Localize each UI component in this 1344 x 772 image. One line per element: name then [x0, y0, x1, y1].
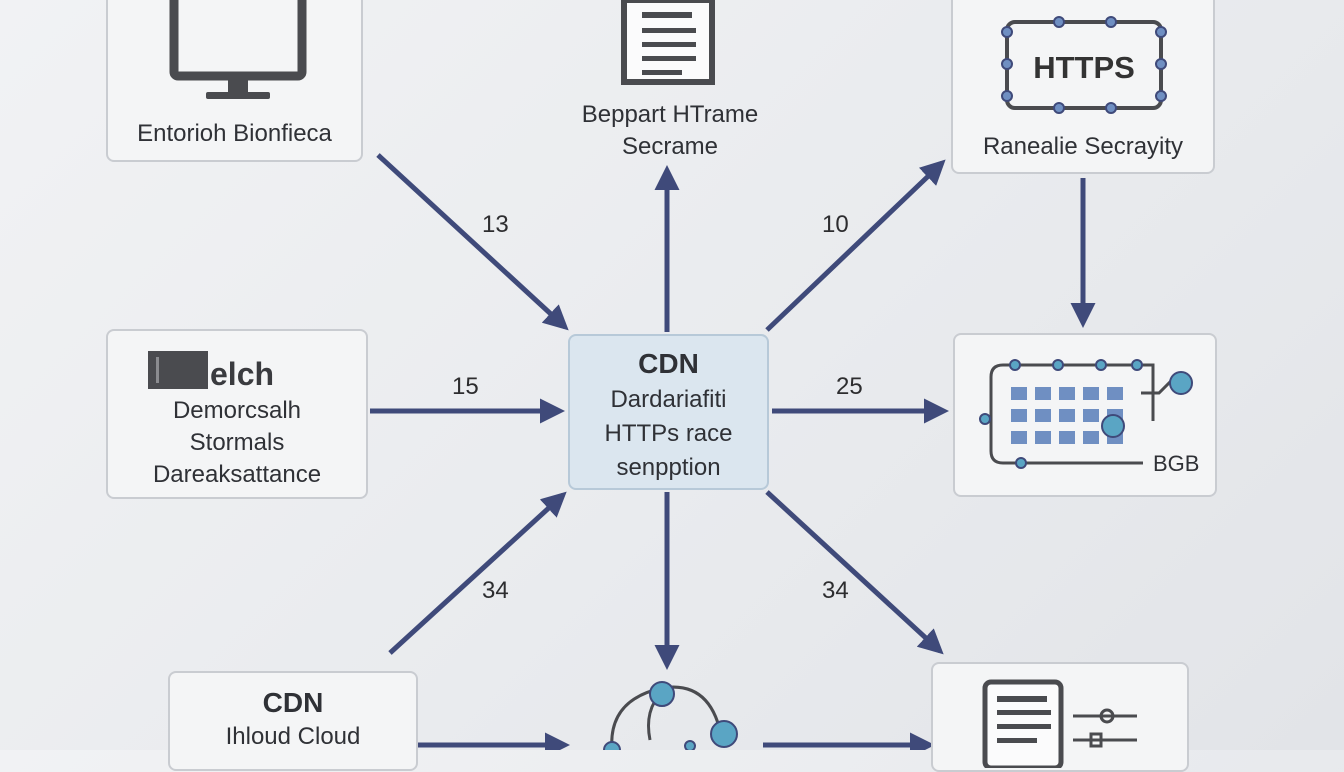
node-report[interactable]: Beppart HTrame Secrame: [540, 0, 800, 165]
node-left-heading: elch: [210, 356, 275, 392]
node-settings-doc[interactable]: [931, 662, 1189, 772]
node-left[interactable]: elch Demorcsalh Stormals Dareaksattance: [106, 329, 368, 499]
node-cdn-center-line3: senpption: [616, 454, 721, 481]
node-left-line3: Dareaksattance: [152, 461, 322, 488]
node-monitor-label: Entorioh Bionfieca: [137, 120, 332, 147]
node-cdn-center-line1: Dardariafiti: [610, 386, 727, 413]
node-report-line2: Secrame: [621, 133, 719, 160]
network-nodes-icon[interactable]: [592, 670, 742, 750]
node-cdn-center-title: CDN: [638, 348, 699, 379]
https-chip-icon: HTTPS: [1001, 16, 1167, 114]
node-https-label: Ranealie Secrayity: [982, 133, 1184, 160]
edge-monitor-to-cdn: [376, 153, 569, 331]
node-grid-label: BGB: [1153, 451, 1200, 476]
edge-label-cloud-cdn: 34: [482, 577, 509, 604]
node-monitor[interactable]: Entorioh Bionfieca: [106, 0, 363, 162]
edge-cdn-to-https: [765, 159, 946, 332]
edge-label-cdn-settings-doc: 34: [822, 577, 849, 604]
edge-label-monitor-cdn: 13: [482, 211, 509, 238]
edges-layer: [370, 153, 1096, 750]
node-https[interactable]: HTTPS Ranealie Secrayity: [951, 0, 1215, 174]
node-cloud[interactable]: CDN Ihloud Cloud: [168, 671, 418, 771]
node-report-line1: Beppart HTrame: [581, 101, 759, 128]
node-cloud-line1: Ihloud Cloud: [225, 723, 361, 750]
monitor-icon: [169, 0, 307, 99]
document-settings-icon: [982, 679, 1137, 768]
https-badge-text: HTTPS: [1033, 50, 1135, 85]
server-grid-icon: [979, 359, 1193, 469]
edge-label-left-cdn: 15: [452, 373, 479, 400]
storage-block-icon: [148, 351, 208, 389]
node-grid[interactable]: BGB: [953, 333, 1217, 497]
edge-label-cdn-grid: 25: [836, 373, 863, 400]
edge-label-cdn-https: 10: [822, 211, 849, 238]
node-cloud-title: CDN: [262, 687, 324, 718]
edge-cloud-to-cdn: [388, 491, 567, 655]
document-icon: [621, 0, 715, 85]
node-cdn-center-line2: HTTPs race: [604, 420, 733, 447]
edge-cdn-to-settings-doc: [765, 490, 944, 655]
node-left-line1: Demorcsalh: [172, 397, 302, 424]
node-left-line2: Stormals: [189, 429, 285, 456]
node-cdn-center[interactable]: CDN Dardariafiti HTTPs race senpption: [568, 334, 769, 490]
